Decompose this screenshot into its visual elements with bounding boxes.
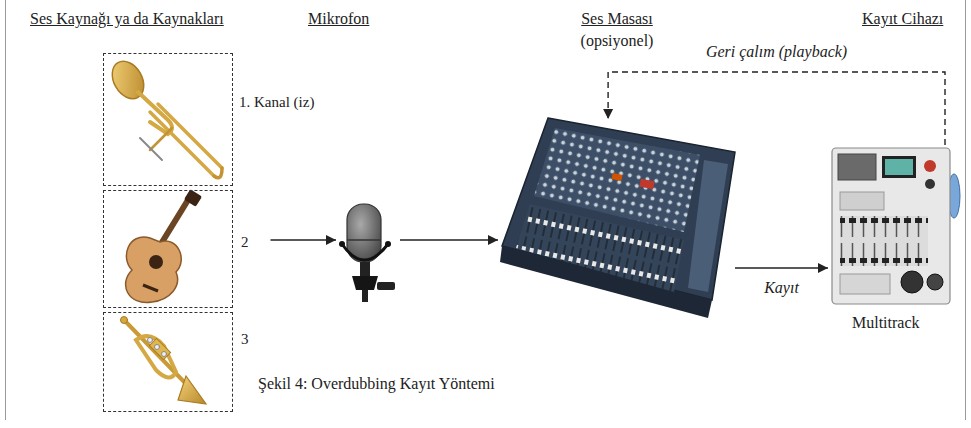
trombone-illustration-part (158, 104, 222, 168)
multitrack-illustration-part (832, 148, 950, 304)
trumpet-illustration-part (148, 338, 153, 343)
multitrack-illustration-part (901, 271, 923, 293)
multitrack-illustration-part (840, 192, 884, 210)
node-text: 1. Kanal (iz) (239, 92, 314, 112)
microphone-illustration-part (352, 276, 378, 290)
mixer-illustration-part (516, 204, 684, 292)
trombone-illustration-part (150, 128, 172, 150)
trumpet-illustration-part (136, 336, 176, 377)
trombone-illustration-part (140, 138, 162, 160)
multitrack-illustration (832, 148, 960, 304)
recorder-node: Kayıt CihazıMultitrack (830, 145, 960, 310)
channel-box: 3 (103, 312, 233, 412)
arrow-head (488, 235, 498, 245)
edge-label: Geri çalım (playback) (703, 42, 850, 62)
microphone-illustration-part (347, 204, 381, 262)
multitrack-illustration-part (925, 179, 935, 189)
arrow-head (326, 235, 336, 245)
column-heading: Ses Kaynağı ya da Kaynakları (30, 9, 224, 29)
trombone-illustration-part (150, 112, 214, 176)
signal-arrow (400, 235, 498, 245)
trumpet-illustration-part (155, 345, 160, 350)
guitar-illustration-part (126, 237, 182, 302)
multitrack-illustration-part (838, 154, 876, 180)
mixer-illustration (500, 118, 735, 318)
trumpet-illustration (121, 317, 207, 405)
signal-arrow (271, 235, 337, 245)
node-subtext: (opsiyonel) (581, 31, 654, 51)
multitrack-illustration-part (840, 274, 890, 294)
multitrack-illustration-part (885, 159, 913, 175)
mixer-illustration-part (502, 118, 735, 300)
edge-label: Kayıt (761, 278, 802, 298)
multitrack-illustration-part (840, 216, 928, 266)
mixer-illustration-part (639, 179, 654, 190)
connector-line (735, 267, 828, 268)
signal-arrow (603, 72, 945, 145)
microphone-illustration-part (385, 241, 391, 247)
microphone-illustration-part (360, 262, 370, 276)
trombone-illustration (106, 56, 222, 178)
trumpet-illustration-part (126, 322, 190, 388)
microphone-illustration (339, 204, 395, 302)
microphone-illustration-part (347, 239, 381, 241)
trumpet-illustration-part (178, 376, 206, 404)
figure-caption: Şekil 4: Overdubbing Kayıt Yöntemi (258, 374, 495, 394)
channel-box: 1. Kanal (iz) (103, 53, 233, 186)
arrow-head (818, 263, 828, 273)
signal-arrow (735, 263, 828, 273)
trombone-illustration-part (214, 168, 222, 178)
channel-box: 2 (103, 190, 233, 308)
mixer-illustration-part (688, 160, 728, 292)
mixer-node: Ses Masası(opsiyonel) (500, 115, 735, 335)
node-text: Mikrofon (308, 9, 369, 29)
microphone-illustration-part (377, 282, 395, 290)
trumpet-illustration-part (162, 352, 167, 357)
arrow-head (603, 109, 613, 119)
microphone-illustration-part (339, 241, 345, 247)
guitar-illustration-part (149, 255, 163, 269)
multitrack-illustration-part (927, 274, 943, 290)
mixer-illustration-part (611, 173, 622, 181)
guitar-illustration-part (143, 285, 158, 291)
guitar-illustration-part (184, 189, 202, 207)
microphone-illustration-part (362, 290, 368, 302)
frame-line-part (965, 0, 966, 420)
trumpet-illustration-part (149, 338, 170, 359)
multitrack-illustration-part (924, 160, 936, 172)
guitar-illustration (126, 189, 203, 302)
multitrack-illustration-part (882, 156, 916, 178)
node-text: 2 (241, 232, 249, 252)
microphone-node: Mikrofon (338, 200, 400, 305)
connector-line (608, 72, 945, 145)
frame-line (6, 0, 966, 420)
connector-line (400, 239, 498, 240)
frame-line-part (5, 0, 6, 420)
trumpet-illustration-part (121, 317, 128, 324)
node-text: Kayıt Cihazı (862, 9, 943, 29)
node-text: 3 (241, 329, 249, 349)
node-subtext: Multitrack (852, 313, 920, 333)
node-text: Ses Masası (581, 9, 653, 29)
microphone-illustration-part (342, 244, 388, 260)
